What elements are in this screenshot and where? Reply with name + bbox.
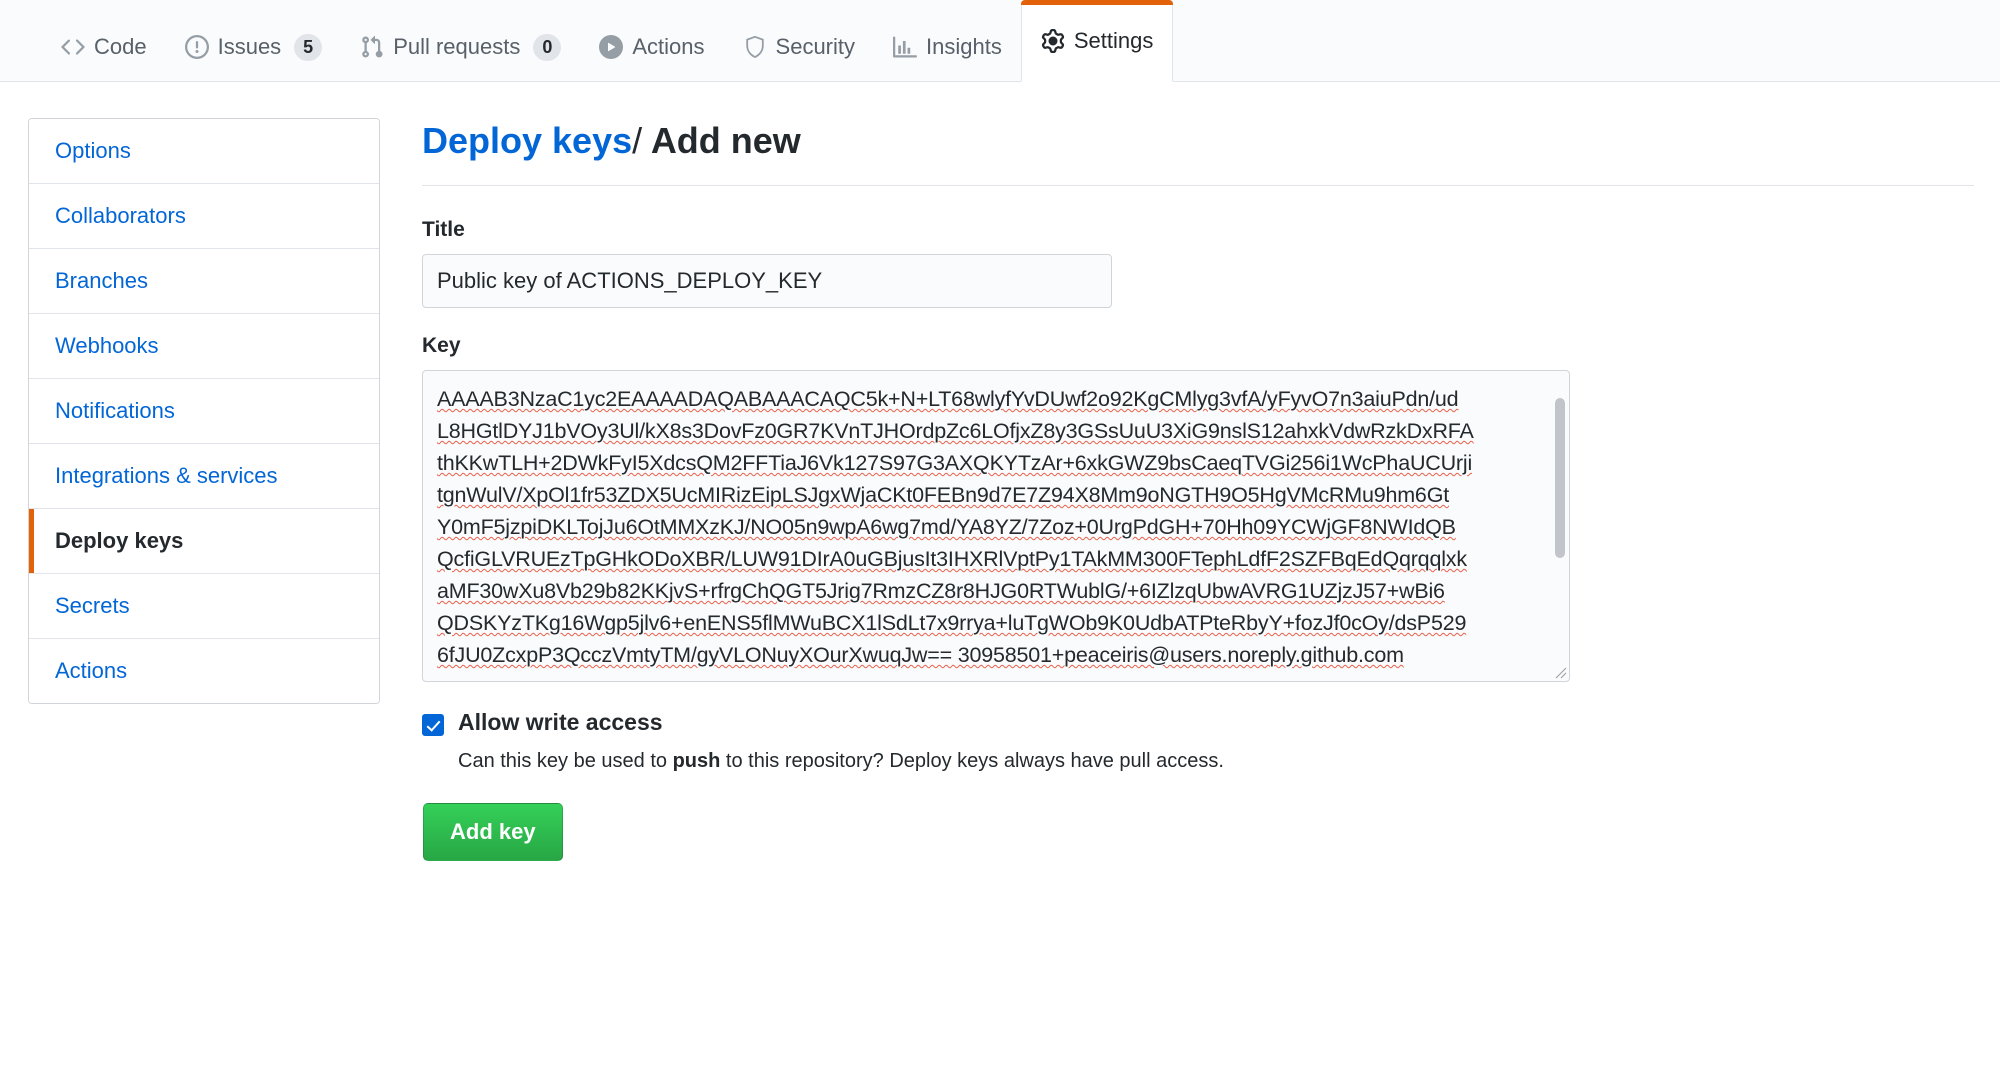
- gear-icon: [1041, 28, 1065, 53]
- allow-write-access-row: Allow write access Can this key be used …: [422, 708, 1974, 775]
- page-title: Deploy keys/ Add new: [422, 118, 1974, 163]
- sidebar-item-webhooks[interactable]: Webhooks: [29, 314, 379, 379]
- sidebar-item-label: Actions: [55, 658, 128, 683]
- key-line: L8HGtlDYJ1bVOy3Ul/kX8s3DovFz0GR7KVnTJHOr…: [437, 419, 1474, 443]
- breadcrumb-separator: /: [632, 120, 643, 161]
- tab-security-label: Security: [775, 34, 856, 59]
- key-line: QcfiGLVRUEzTpGHkODoXBR/LUW91DIrA0uGBjusI…: [437, 547, 1467, 571]
- breadcrumb-current: Add new: [650, 120, 801, 161]
- sidebar-item-label: Deploy keys: [55, 528, 184, 553]
- key-line: AAAAB3NzaC1yc2EAAAADAQABAAACAQC5k+N+LT68…: [437, 387, 1459, 411]
- breadcrumb-deploy-keys-link[interactable]: Deploy keys: [422, 120, 633, 161]
- graph-icon: [893, 35, 918, 59]
- sidebar-item-label: Branches: [55, 268, 148, 293]
- allow-write-access-description: Can this key be used to push to this rep…: [458, 747, 1224, 775]
- tab-settings[interactable]: Settings: [1020, 0, 1174, 82]
- key-field-group: Key AAAAB3NzaC1yc2EAAAADAQABAAACAQC5k+N+…: [422, 334, 1974, 682]
- title-input[interactable]: [422, 254, 1112, 308]
- sidebar-item-deploy-keys[interactable]: Deploy keys: [29, 509, 379, 574]
- sidebar-item-label: Options: [55, 138, 131, 163]
- play-icon: [599, 35, 624, 59]
- issues-count: 5: [294, 33, 323, 61]
- shield-icon: [743, 35, 767, 59]
- sidebar-item-label: Webhooks: [55, 333, 159, 358]
- title-field-label: Title: [422, 218, 465, 241]
- key-textarea[interactable]: AAAAB3NzaC1yc2EAAAADAQABAAACAQC5k+N+LT68…: [422, 370, 1570, 682]
- pull-requests-count: 0: [533, 33, 562, 61]
- key-line: thKKwTLH+2DWkFyI5XdcsQM2FFTiaJ6Vk127S97G…: [437, 451, 1473, 475]
- key-line: tgnWulV/XpOl1fr53ZDX5UcMIRizEipLSJgxWjaC…: [437, 483, 1449, 507]
- desc-after: to this repository? Deploy keys always h…: [720, 749, 1224, 772]
- title-divider: [422, 185, 1974, 186]
- tab-actions-label: Actions: [632, 34, 705, 59]
- key-line: 6fJU0ZcxpP3QcczVmtyTM/gyVLONuyXOurXwuqJw…: [437, 643, 1404, 667]
- tab-actions[interactable]: Actions: [580, 13, 723, 81]
- tab-settings-label: Settings: [1073, 27, 1154, 53]
- sidebar-item-secrets[interactable]: Secrets: [29, 574, 379, 639]
- code-icon: [61, 35, 85, 59]
- sidebar-item-options[interactable]: Options: [29, 119, 379, 184]
- title-field-group: Title: [422, 218, 1974, 308]
- issue-icon: [184, 35, 209, 59]
- key-textarea-scrollbar[interactable]: [1555, 398, 1565, 654]
- sidebar-item-label: Secrets: [55, 593, 130, 618]
- sidebar-item-branches[interactable]: Branches: [29, 249, 379, 314]
- key-textarea-wrap: AAAAB3NzaC1yc2EAAAADAQABAAACAQC5k+N+LT68…: [422, 370, 1570, 682]
- sidebar-item-label: Notifications: [55, 398, 175, 423]
- main-content: Deploy keys/ Add new Title Key AAAAB3Nza…: [422, 118, 2000, 861]
- allow-write-access-text: Allow write access Can this key be used …: [458, 708, 1224, 775]
- repo-nav: Code Issues 5 Pull requests 0 Actions Se…: [0, 0, 2000, 82]
- allow-write-access-checkbox[interactable]: [422, 714, 444, 736]
- sidebar-item-label: Integrations & services: [55, 463, 278, 488]
- sidebar-item-notifications[interactable]: Notifications: [29, 379, 379, 444]
- add-key-button[interactable]: Add key: [423, 802, 563, 861]
- key-line: QDSKYzTKg16Wgp5jlv6+enENS5flMWuBCX1lSdLt…: [437, 611, 1467, 635]
- key-textarea-scroll-thumb[interactable]: [1555, 398, 1565, 558]
- key-field-label: Key: [422, 334, 461, 357]
- allow-write-access-label[interactable]: Allow write access: [458, 709, 663, 735]
- tab-insights-label: Insights: [926, 34, 1002, 59]
- sidebar-item-label: Collaborators: [55, 203, 186, 228]
- pull-request-icon: [360, 35, 384, 59]
- page-body: Options Collaborators Branches Webhooks …: [0, 82, 2000, 861]
- key-line: Y0mF5jzpiDKLTojJu6OtMMXzKJ/NO05n9wpA6wg7…: [437, 515, 1456, 539]
- tab-pull-requests-label: Pull requests: [393, 34, 521, 59]
- tab-pull-requests[interactable]: Pull requests 0: [341, 13, 580, 81]
- tab-code[interactable]: Code: [42, 13, 166, 81]
- settings-sidebar: Options Collaborators Branches Webhooks …: [28, 118, 380, 704]
- key-line: aMF30wXu8Vb29b82KKjvS+rfrgChQGT5Jrig7Rmz…: [437, 579, 1445, 603]
- tab-issues-label: Issues: [217, 34, 282, 59]
- desc-before: Can this key be used to: [458, 749, 673, 772]
- desc-push-emphasis: push: [672, 749, 721, 772]
- sidebar-item-collaborators[interactable]: Collaborators: [29, 184, 379, 249]
- sidebar-item-integrations-and-services[interactable]: Integrations & services: [29, 444, 379, 509]
- tab-code-label: Code: [94, 34, 147, 59]
- tab-security[interactable]: Security: [724, 13, 874, 81]
- sidebar-item-actions[interactable]: Actions: [29, 639, 379, 703]
- tab-insights[interactable]: Insights: [874, 13, 1021, 81]
- tab-issues[interactable]: Issues 5: [166, 13, 342, 81]
